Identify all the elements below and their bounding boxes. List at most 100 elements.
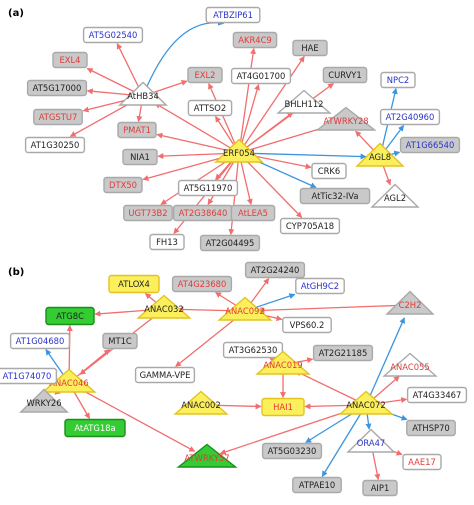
rect-node-shape — [177, 179, 239, 197]
rect-node-shape — [134, 366, 196, 384]
node-at2g24240: AT2G24240 — [244, 261, 306, 279]
triangle-node-shape — [385, 290, 435, 315]
node-label: ORA47 — [357, 438, 385, 448]
node-at2g40960: AT2G40960 — [379, 108, 441, 126]
node-label: ATPAE10 — [299, 480, 335, 490]
node-label: ATGSTU7 — [39, 112, 78, 122]
node-akr4c9: AKR4C9 — [232, 31, 278, 49]
node-label: AT5G03230 — [268, 446, 317, 456]
rect-node-shape — [123, 204, 173, 222]
rect-node-shape — [279, 217, 341, 235]
node-label: VPS60.2 — [290, 320, 325, 330]
edge-erf054-to-hae — [238, 56, 305, 154]
node-label: AT5G02540 — [89, 30, 138, 40]
rect-node-shape — [205, 6, 261, 24]
edge-erf054-to-at4g01700 — [238, 83, 260, 154]
rect-node-shape — [261, 397, 305, 417]
node-label: BHLH112 — [285, 99, 324, 109]
node-wrky26: WRKY26 — [19, 388, 69, 413]
node-exl2: EXL2 — [187, 66, 223, 84]
node-exl4: EXL4 — [52, 51, 88, 69]
rect-node-shape — [322, 66, 368, 84]
rect-node-shape — [230, 204, 276, 222]
node-label: CRK6 — [318, 166, 341, 176]
edge-erf054-to-bhlh112 — [238, 111, 294, 154]
triangle-node-shape — [346, 428, 396, 453]
rect-node-shape — [0, 367, 58, 385]
node-npc2: NPC2 — [380, 71, 416, 89]
node-label: AT2G38640 — [179, 208, 228, 218]
node-atgstu7: ATGSTU7 — [33, 108, 83, 126]
rect-node-shape — [379, 108, 441, 126]
node-label: ANAC055 — [390, 362, 429, 372]
node-label: EXL2 — [194, 70, 215, 80]
edge-anac072-to-atpae10 — [321, 404, 367, 478]
rect-node-shape — [230, 67, 292, 85]
node-at2g38640: AT2G38640 — [172, 204, 234, 222]
node-label: PMAT1 — [123, 125, 151, 135]
node-vps60-2: VPS60.2 — [282, 316, 332, 334]
node-label: NPC2 — [387, 75, 410, 85]
node-athsp70: ATHSP70 — [406, 419, 456, 437]
node-hae: HAE — [292, 39, 328, 57]
node-atpae10: ATPAE10 — [292, 476, 342, 494]
triangle-node-shape — [19, 388, 69, 413]
node-label: ATBZIP61 — [213, 10, 253, 20]
node-label: CYP705A18 — [286, 221, 334, 231]
node-ugt73b2: UGT73B2 — [123, 204, 173, 222]
node-label: GAMMA-VPE — [140, 370, 191, 380]
node-label: AAE17 — [408, 457, 436, 467]
node-cyp705a18: CYP705A18 — [279, 217, 341, 235]
node-label: ERF054 — [223, 148, 255, 158]
node-label: ATTSO2 — [194, 103, 226, 113]
node-label: AtTic32-IVa — [311, 191, 358, 201]
edge-anac072-to-anac019 — [295, 370, 367, 406]
node-label: AKR4C9 — [238, 35, 272, 45]
node-anac019: ANAC019 — [255, 350, 311, 375]
node-label: AT2G21185 — [319, 348, 368, 358]
rect-node-shape — [406, 386, 468, 404]
node-label: AT3G62530 — [229, 345, 278, 355]
edge-erf054-to-akr4c9 — [238, 47, 257, 154]
rect-node-shape — [171, 275, 233, 293]
rect-node-shape — [222, 341, 284, 359]
rect-node-shape — [244, 261, 306, 279]
rect-node-shape — [292, 39, 328, 57]
node-label: ANAC032 — [144, 304, 183, 314]
rect-node-shape — [187, 99, 233, 117]
node-crk6: CRK6 — [311, 162, 347, 180]
rect-node-shape — [122, 148, 158, 166]
node-label: AT1G30250 — [31, 140, 80, 150]
node-label: AT1G04680 — [16, 336, 65, 346]
node-aae17: AAE17 — [402, 453, 442, 471]
node-label: CURVY1 — [328, 70, 362, 80]
rect-node-shape — [33, 108, 83, 126]
node-label: ANAC002 — [181, 400, 220, 410]
rect-node-shape — [102, 332, 138, 350]
edge-anac072-to-c2h2 — [365, 317, 405, 406]
node-athb34: AtHB34 — [118, 81, 168, 106]
node-at1g74070: AT1G74070 — [0, 367, 58, 385]
rect-node-shape — [9, 332, 71, 350]
rect-node-shape — [64, 418, 126, 438]
node-label: DTX50 — [109, 180, 137, 190]
rect-node-shape — [282, 316, 332, 334]
node-label: AT4G23680 — [178, 279, 227, 289]
node-anac072: ANAC072 — [338, 390, 394, 415]
rect-node-shape — [26, 79, 88, 97]
panel-b-label: (b) — [8, 267, 24, 278]
node-label: AGL8 — [369, 152, 391, 162]
node-anac092: ANAC092 — [217, 296, 273, 321]
node-label: HAI1 — [273, 402, 293, 412]
triangle-node-shape — [370, 183, 420, 208]
node-gamma-vpe: GAMMA-VPE — [134, 366, 196, 384]
node-label: AT4G01700 — [237, 71, 286, 81]
rect-node-shape — [45, 306, 95, 326]
rect-node-shape — [232, 31, 278, 49]
triangle-node-shape — [214, 138, 264, 163]
node-label: ATG8C — [56, 311, 84, 321]
edge-c2h2-to-anac092 — [258, 304, 411, 314]
